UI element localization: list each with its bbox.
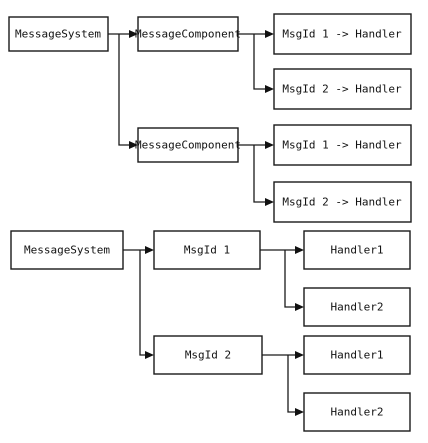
bottom-msgid-2-handler-2-label: Handler2 xyxy=(331,406,384,419)
arrowhead xyxy=(295,351,304,359)
bottom-edges xyxy=(123,249,296,413)
bottom-msgid-2-handler-2: Handler2 xyxy=(303,392,411,432)
arrowhead xyxy=(295,303,304,311)
top-root-node: MessageSystem xyxy=(8,16,109,52)
arrowhead xyxy=(265,30,274,38)
edge-root-to-component-2 xyxy=(118,34,130,146)
top-component-2-entry-2: MsgId 2 -> Handler xyxy=(273,181,412,223)
bottom-arrowheads xyxy=(145,246,304,416)
top-component-2-entry-1-label: MsgId 1 -> Handler xyxy=(282,139,402,152)
bottom-msgid-2-label: MsgId 2 xyxy=(185,349,231,362)
edge-msgid-2-to-handler-2 xyxy=(287,355,296,413)
top-component-2-label: MessageComponent xyxy=(135,139,241,152)
arrowhead xyxy=(265,85,274,93)
bottom-msgid-2-handler-1-label: Handler1 xyxy=(331,349,384,362)
bottom-root-label: MessageSystem xyxy=(24,244,110,257)
arrowhead xyxy=(145,246,154,254)
edge-component-1-to-msgid-2 xyxy=(253,34,266,90)
arrowhead xyxy=(295,246,304,254)
arrowhead xyxy=(145,351,154,359)
top-arrowheads xyxy=(129,30,274,206)
bottom-msgid-node-1: MsgId 1 xyxy=(153,230,261,270)
top-component-1-entry-2: MsgId 2 -> Handler xyxy=(273,68,412,110)
edge-component-2-to-msgid-2 xyxy=(253,145,266,203)
top-component-1-entry-2-label: MsgId 2 -> Handler xyxy=(282,83,402,96)
top-component-1-label: MessageComponent xyxy=(135,28,241,41)
top-component-2-entry-1: MsgId 1 -> Handler xyxy=(273,124,412,166)
top-component-1-entry-1: MsgId 1 -> Handler xyxy=(273,13,412,55)
bottom-msgid-1-label: MsgId 1 xyxy=(184,244,230,257)
edge-root-to-msgid-2 xyxy=(139,250,146,356)
top-diagram: MessageSystem MessageComponent MessageCo… xyxy=(8,13,412,223)
bottom-msgid-1-handler-1: Handler1 xyxy=(303,230,411,270)
arrowhead xyxy=(265,141,274,149)
bottom-msgid-1-handler-1-label: Handler1 xyxy=(331,244,384,257)
top-edges xyxy=(108,33,266,203)
bottom-msgid-1-handler-2-label: Handler2 xyxy=(331,301,384,314)
bottom-msgid-node-2: MsgId 2 xyxy=(153,335,263,375)
bottom-root-node: MessageSystem xyxy=(10,230,124,270)
bottom-msgid-2-handler-1: Handler1 xyxy=(303,335,411,375)
bottom-diagram: MessageSystem MsgId 1 MsgId 2 Handler1 H… xyxy=(10,230,411,432)
bottom-msgid-1-handler-2: Handler2 xyxy=(303,287,411,327)
arrowhead xyxy=(129,141,138,149)
top-component-node-1: MessageComponent xyxy=(135,16,241,52)
top-component-node-2: MessageComponent xyxy=(135,127,241,163)
top-component-2-entry-2-label: MsgId 2 -> Handler xyxy=(282,196,402,209)
edge-msgid-1-to-handler-2 xyxy=(284,250,296,308)
arrowhead xyxy=(295,408,304,416)
arrowhead xyxy=(265,198,274,206)
arrowhead xyxy=(129,30,138,38)
top-component-1-entry-1-label: MsgId 1 -> Handler xyxy=(282,28,402,41)
top-root-label: MessageSystem xyxy=(15,28,101,41)
